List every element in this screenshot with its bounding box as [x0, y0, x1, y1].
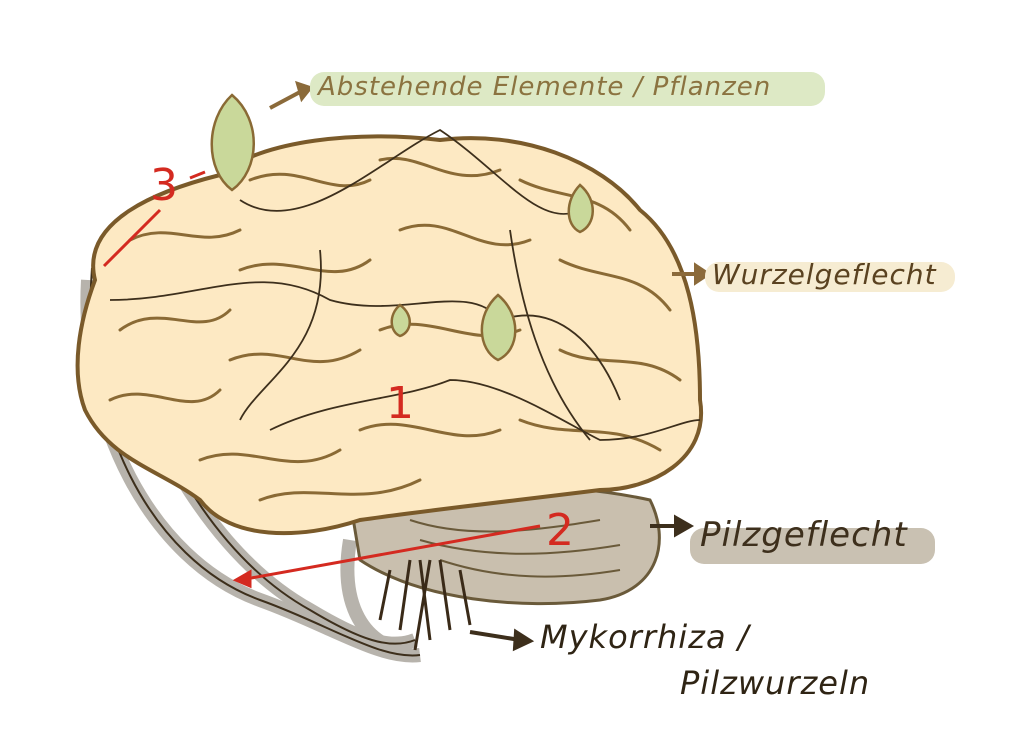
- plant-leaf: [480, 293, 517, 362]
- root-network: [109, 128, 701, 441]
- marker-number-2: 2: [546, 505, 574, 556]
- mycorrhiza-roots: [378, 559, 472, 651]
- plant-leaf: [390, 303, 411, 338]
- mycorrhiza-label: Mykorrhiza /: [540, 618, 750, 656]
- arrows: [269, 80, 712, 652]
- roots-label-highlight: [705, 262, 955, 292]
- fungus-label: Pilzgeflecht: [700, 515, 908, 555]
- fungus-label-highlight: [690, 528, 935, 564]
- cerebrum: [75, 134, 704, 536]
- plants-label: Abstehende Elemente / Pflanzen: [318, 72, 772, 102]
- fungal-roots-label: Pilzwurzeln: [680, 664, 871, 702]
- marker-number-1: 1: [386, 378, 414, 429]
- red-markers: [102, 170, 541, 589]
- marker-number-3: 3: [150, 160, 178, 211]
- roots-label: Wurzelgeflecht: [712, 258, 937, 291]
- plants-label-highlight: [310, 72, 825, 106]
- plants: [210, 93, 594, 362]
- plant-leaf: [210, 93, 255, 192]
- plant-leaf: [567, 183, 594, 234]
